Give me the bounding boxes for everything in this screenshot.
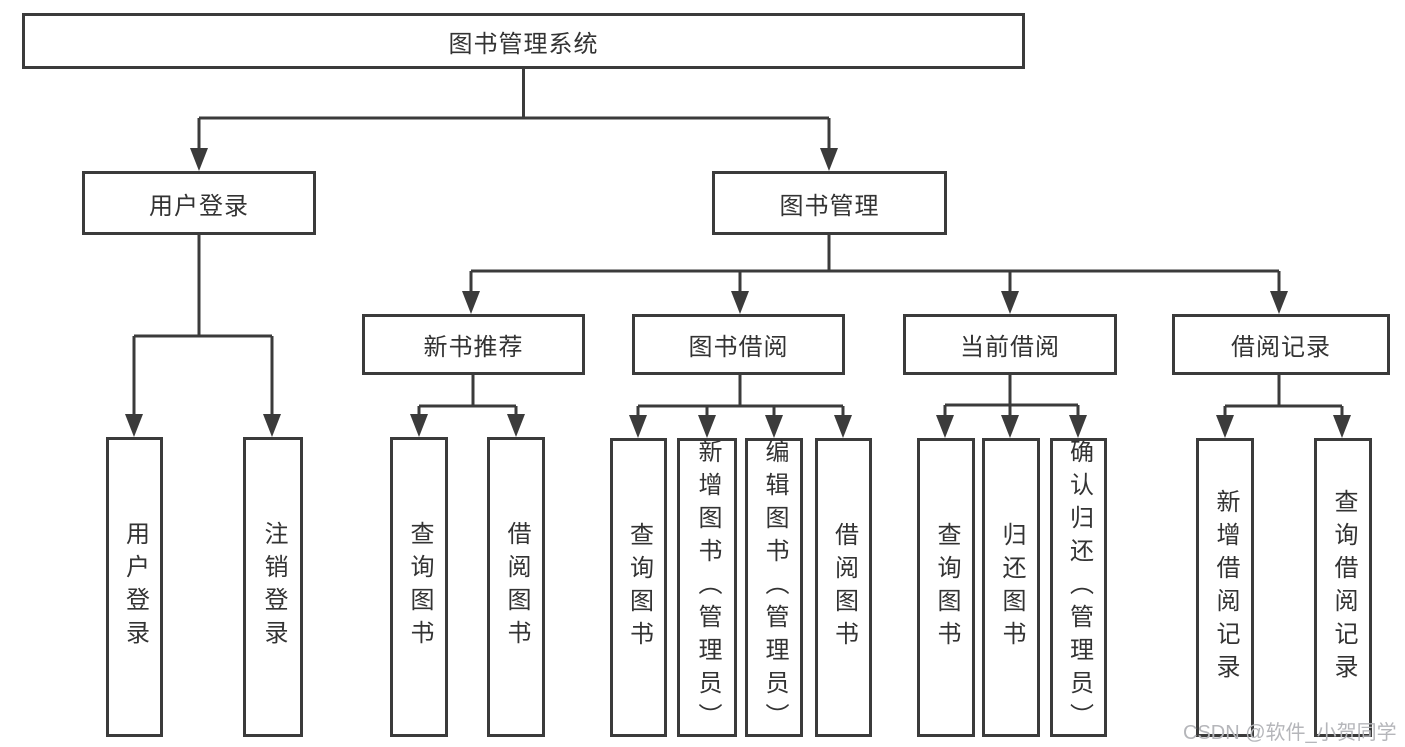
node-label: 当前借阅: [960, 334, 1060, 361]
node-root: 图书管理系统: [22, 13, 1025, 69]
node-label: 借阅图书: [503, 521, 530, 653]
node-label: 新增图书（管理员）: [694, 439, 721, 736]
node-label: 图书借阅: [688, 334, 789, 361]
node-label: 查询图书: [406, 521, 433, 653]
node-label: 图书管理: [779, 192, 880, 220]
node-label: 查询图书: [625, 521, 653, 654]
node-label: 新书推荐: [423, 334, 524, 361]
node-label: 查询借阅记录: [1330, 488, 1357, 687]
node-label: 用户登录: [149, 192, 249, 220]
leaf-borrow-books-2: 借阅图书: [815, 438, 872, 737]
node-label: 注销登录: [260, 521, 287, 653]
leaf-query-books-3: 查询图书: [917, 438, 975, 737]
leaf-confirm-return-admin: 确认归还（管理员）: [1050, 438, 1107, 737]
node-label: 编辑图书（管理员）: [761, 439, 788, 736]
node-label: 查询图书: [933, 521, 960, 654]
leaf-add-books-admin: 新增图书（管理员）: [677, 438, 737, 737]
node-label: 用户登录: [121, 521, 149, 653]
node-label: 图书管理系统: [448, 30, 599, 58]
node-label: 确认归还（管理员）: [1065, 439, 1093, 736]
leaf-return-books: 归还图书: [982, 438, 1040, 737]
arrowheads: [125, 148, 1351, 438]
leaf-user-login: 用户登录: [106, 437, 163, 737]
watermark-text: CSDN @软件_小贺同学: [1183, 722, 1397, 744]
leaf-logout: 注销登录: [243, 437, 303, 737]
node-label: 归还图书: [998, 521, 1025, 654]
node-book-management: 图书管理: [712, 171, 947, 235]
leaf-borrow-books-1: 借阅图书: [487, 437, 545, 737]
node-user-login: 用户登录: [82, 171, 316, 235]
node-label: 借阅图书: [830, 521, 858, 654]
node-current-borrow: 当前借阅: [903, 314, 1117, 375]
leaf-query-books-2: 查询图书: [610, 438, 667, 737]
node-new-book-recommend: 新书推荐: [362, 314, 585, 375]
node-label: 借阅记录: [1231, 334, 1331, 361]
node-label: 新增借阅记录: [1212, 488, 1239, 687]
leaf-query-borrow-record: 查询借阅记录: [1314, 438, 1372, 737]
node-borrow-records: 借阅记录: [1172, 314, 1390, 375]
leaf-add-borrow-record: 新增借阅记录: [1196, 438, 1254, 737]
leaf-edit-books-admin: 编辑图书（管理员）: [745, 438, 803, 737]
leaf-query-books-1: 查询图书: [390, 437, 448, 737]
node-book-borrow: 图书借阅: [632, 314, 845, 375]
